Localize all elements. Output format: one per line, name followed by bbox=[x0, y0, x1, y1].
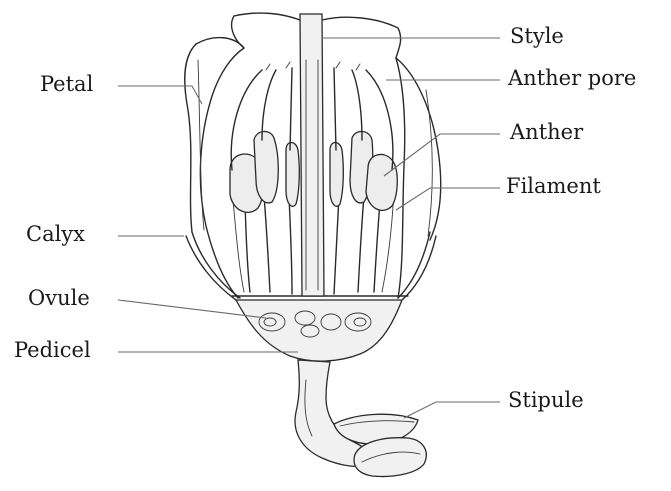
label-pedicel: Pedicel bbox=[14, 340, 91, 361]
label-ovule: Ovule bbox=[28, 288, 90, 309]
leader-anther bbox=[384, 134, 500, 176]
label-stipule: Stipule bbox=[508, 390, 584, 411]
label-style: Style bbox=[510, 26, 564, 47]
label-anther: Anther bbox=[510, 122, 583, 143]
label-petal: Petal bbox=[40, 74, 93, 95]
label-calyx: Calyx bbox=[26, 224, 85, 245]
leader-stipule bbox=[404, 402, 500, 418]
ovary-drawing bbox=[232, 296, 408, 361]
style-drawing bbox=[300, 14, 324, 296]
label-anther-pore: Anther pore bbox=[508, 68, 636, 89]
leader-filament bbox=[396, 188, 500, 210]
leader-petal bbox=[118, 86, 202, 104]
label-filament: Filament bbox=[506, 176, 601, 197]
